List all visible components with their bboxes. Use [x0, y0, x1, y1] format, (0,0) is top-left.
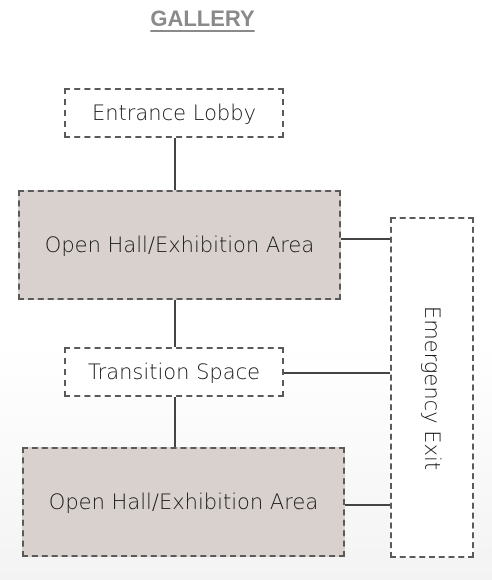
open-hall-label-1: Open Hall/Exhibition Area: [44, 233, 315, 257]
connector-entrance-hall1: [174, 138, 176, 190]
connector-hall2-exit: [345, 504, 390, 506]
open-hall-box-2: Open Hall/Exhibition Area: [22, 447, 345, 557]
emergency-exit-box: Emergency Exit: [390, 217, 474, 558]
connector-transition-hall2: [174, 397, 176, 447]
connector-hall1-transition: [174, 300, 176, 347]
connector-transition-exit: [284, 372, 390, 374]
emergency-exit-label: Emergency Exit: [420, 305, 444, 470]
diagram-title: GALLERY: [150, 6, 255, 31]
entrance-lobby-box: Entrance Lobby: [64, 88, 284, 138]
transition-space-label: Transition Space: [87, 360, 261, 384]
open-hall-box-1: Open Hall/Exhibition Area: [18, 190, 341, 300]
entrance-lobby-label: Entrance Lobby: [91, 101, 257, 125]
connector-hall1-exit: [341, 238, 390, 240]
open-hall-label-2: Open Hall/Exhibition Area: [48, 490, 319, 514]
transition-space-box: Transition Space: [64, 347, 284, 397]
